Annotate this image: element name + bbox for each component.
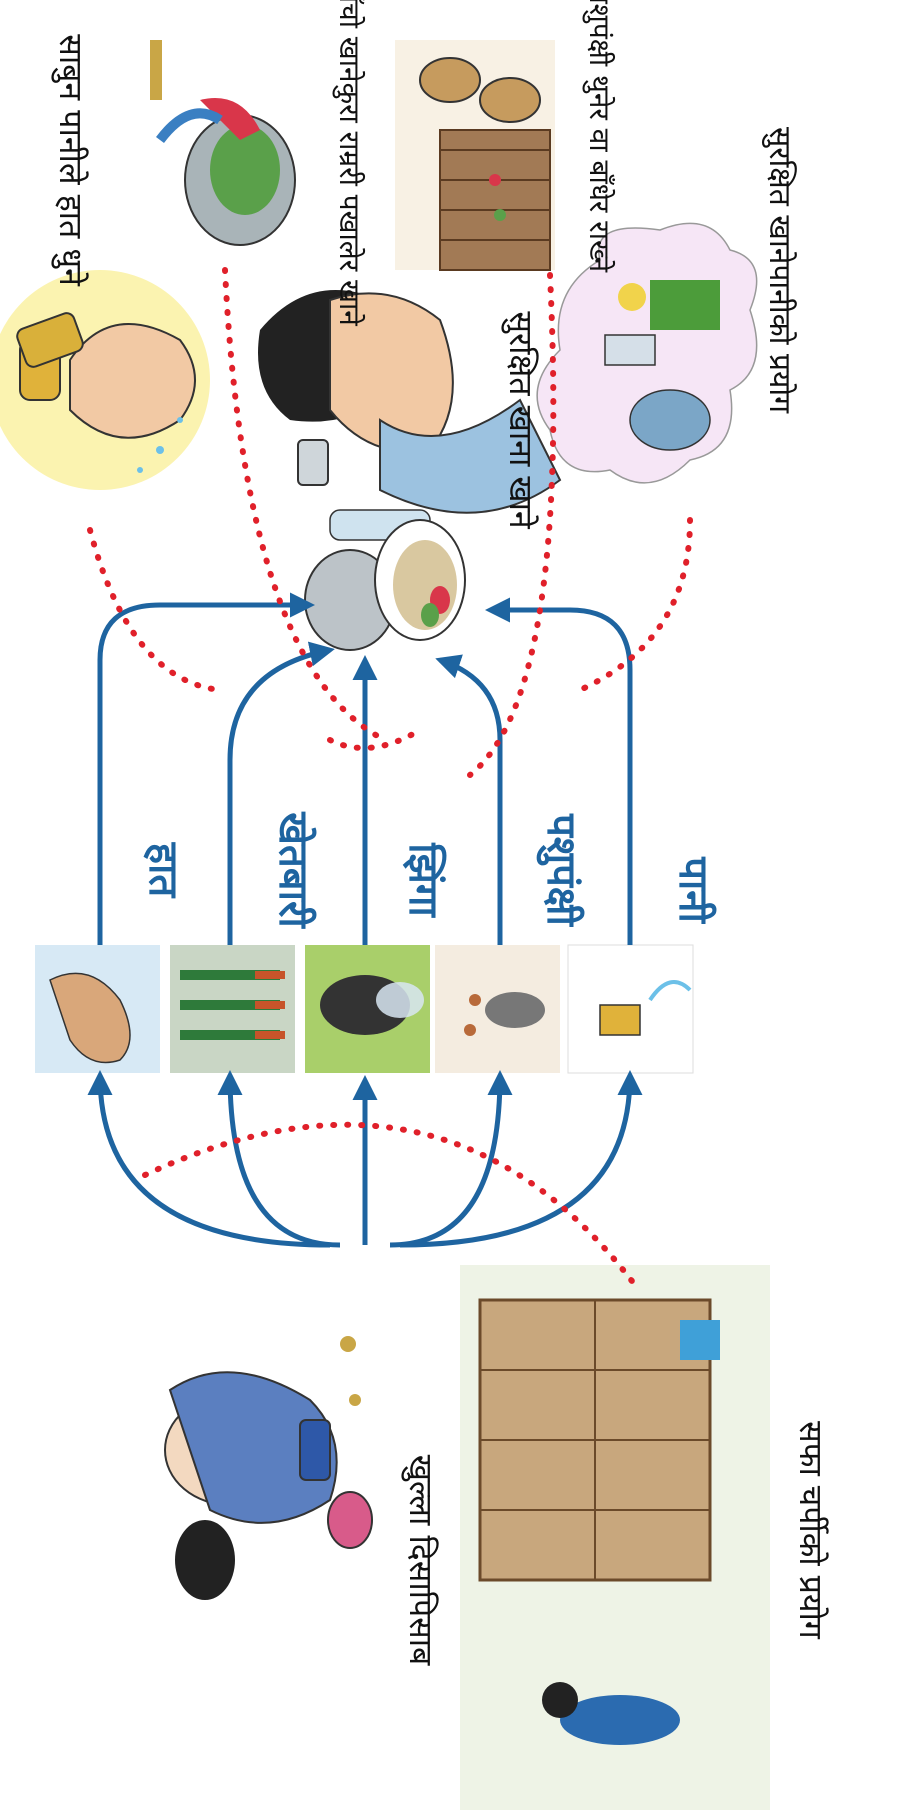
arrow-source-to-animals (390, 1075, 500, 1245)
livestock-pen-illustration (395, 40, 555, 270)
label-open-defecation: खुल्ला दिसापिसाब (401, 1455, 440, 1666)
handwash-illustration (0, 270, 210, 490)
pathway-label-hands: हात (140, 842, 186, 899)
arrow-animals-to-food (440, 660, 500, 945)
label-handwash: साबुन पानीले हात धुने (51, 34, 90, 287)
arrow-source-to-fields (230, 1075, 340, 1245)
label-safe-food: सुरक्षित खाना खाने (501, 311, 540, 530)
pathway-label-fields: खेतबारी (270, 811, 317, 929)
label-livestock: पशुपंक्षी थुनेर वा बाँधेर राख्ने (582, 0, 616, 273)
animals-picture (435, 945, 560, 1073)
latrine-illustration (460, 1265, 770, 1810)
safe-food-illustration (305, 510, 465, 650)
barrier-handwash (90, 530, 220, 690)
pathway-label-animals: पशुपंक्षी (536, 813, 585, 927)
arrow-source-to-water (400, 1075, 630, 1245)
barrier-latrine (145, 1125, 635, 1285)
label-latrine-use: सफा चर्पीको प्रयोग (792, 1421, 830, 1640)
label-wash-raw-food: काँचो खानेकुरा राम्ररी पखालेर खाने (332, 0, 366, 326)
fields-picture (170, 945, 295, 1073)
pathway-label-water: पानी (670, 856, 717, 924)
flies-picture (305, 945, 430, 1073)
source-pictures (35, 945, 693, 1073)
arrow-source-to-hands (100, 1075, 330, 1245)
water-picture (568, 945, 693, 1073)
barrier-water (580, 520, 690, 690)
safe-water-illustration (537, 223, 757, 483)
open-defecation-illustration (165, 1336, 372, 1600)
label-safe-water: सुरक्षित खानेपानीको प्रयोग (761, 127, 797, 414)
wash-vegetables-illustration (130, 30, 300, 260)
pathway-label-flies: झिंगा (400, 842, 447, 918)
hands-picture (35, 945, 160, 1073)
